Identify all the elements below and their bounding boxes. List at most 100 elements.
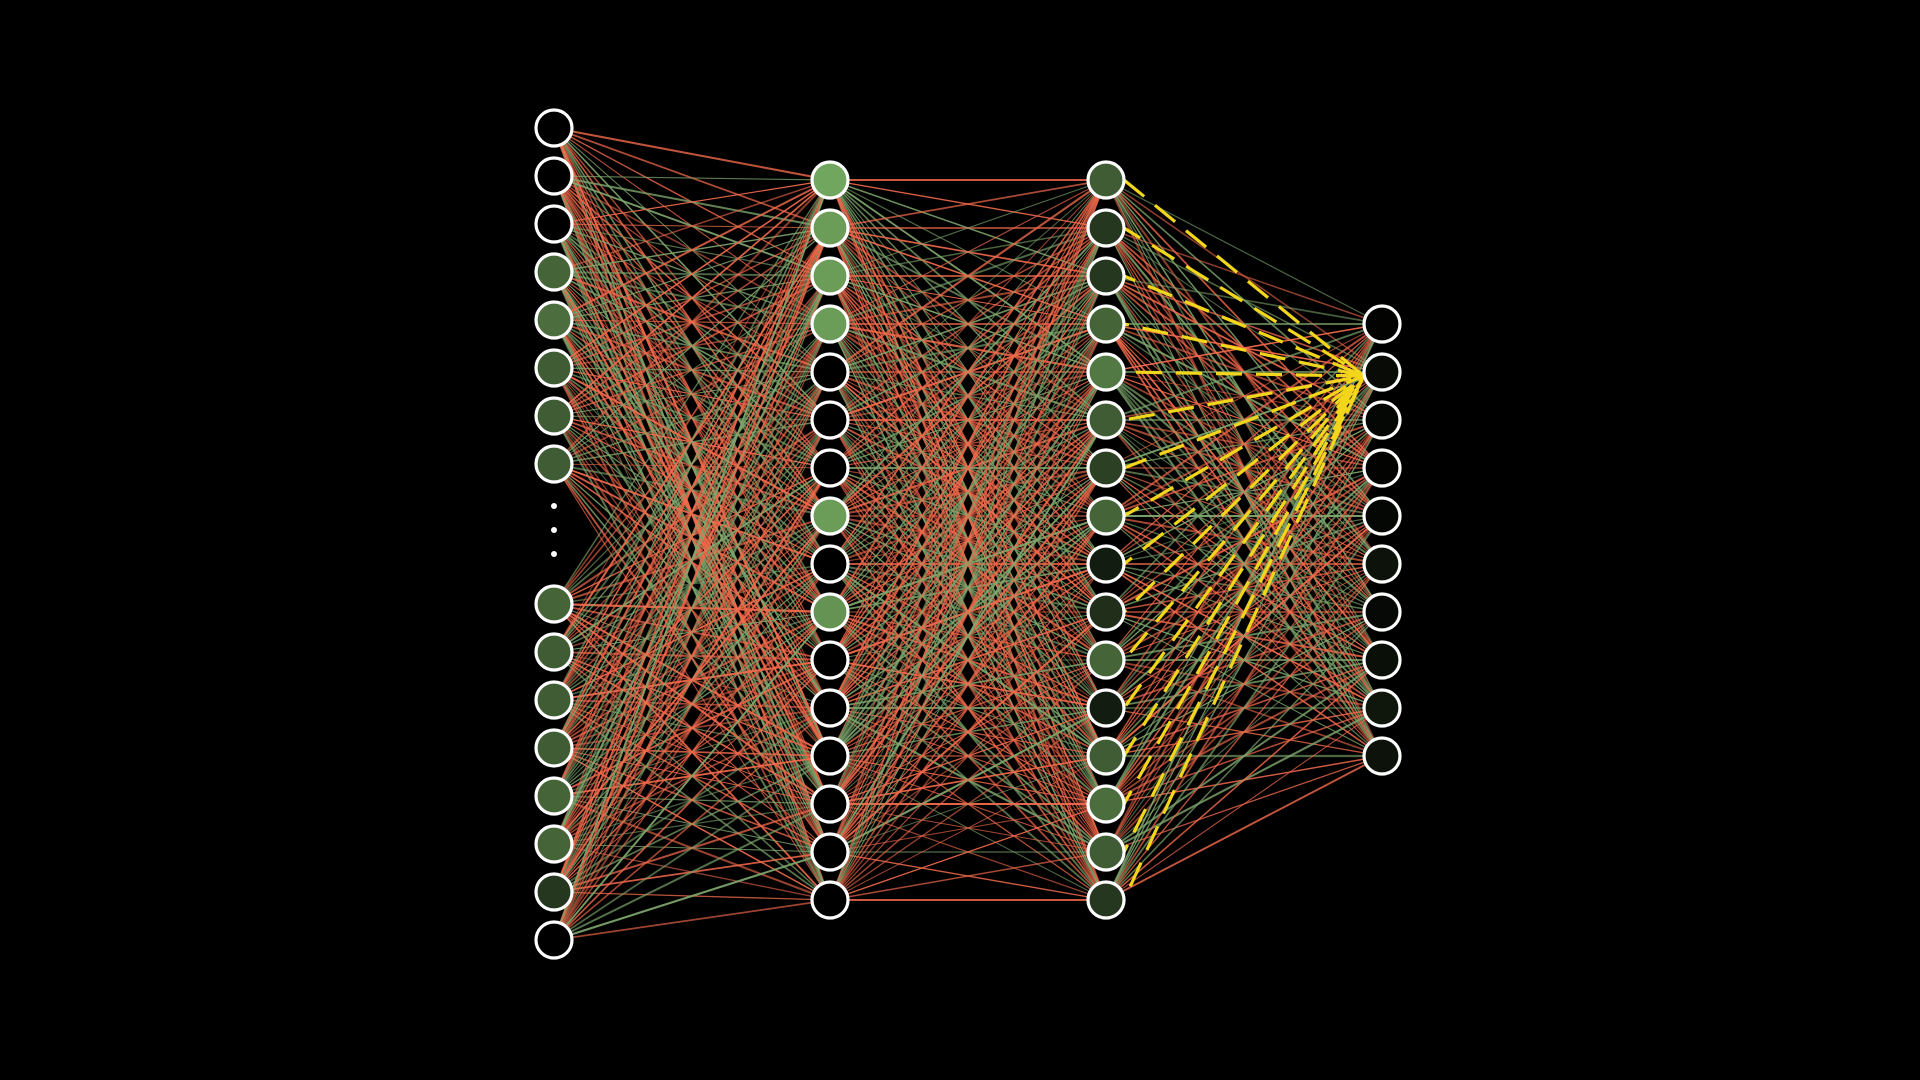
output-neuron-2 [1362,400,1402,440]
edge-0-3-0 [553,179,831,273]
edge-0-8-0 [553,179,831,605]
edge-1-13-0 [829,179,1107,805]
edge-1-15-1 [829,227,1107,901]
edge-0-1-0 [553,175,831,181]
input-neuron-0 [534,108,574,148]
ellipsis-dot-2 [551,551,557,557]
input-neuron-1 [534,156,574,196]
edge-1-15-4 [829,371,1107,901]
hidden-2-neuron-15 [1086,880,1126,920]
input-neuron-5 [534,348,574,388]
hidden-1-neuron-12 [810,736,850,776]
highlight-edge-14 [1122,375,1366,853]
edge-0-7-0 [553,179,831,465]
edge-1-15-7 [829,515,1107,901]
edge-1-12-0 [829,179,1107,757]
edge-0-15-10 [553,659,831,941]
edge-1-15-11 [829,707,1107,901]
edge-0-2-0 [553,179,831,225]
hidden-2-neuron-5 [1086,400,1126,440]
edge-0-15-4 [553,371,831,941]
hidden-1-neuron-9 [810,592,850,632]
edge-1-15-5 [829,419,1107,901]
input-neuron-3 [534,252,574,292]
hidden-2-neuron-9 [1086,592,1126,632]
edge-1-11-0 [829,179,1107,709]
edge-1-3-0 [829,179,1107,325]
edge-0-11-0 [553,179,831,749]
edge-2-6-0 [1105,323,1383,469]
output-neuron-8 [1362,688,1402,728]
hidden-2-neuron-0 [1086,160,1126,200]
hidden-1-neuron-7 [810,496,850,536]
edge-0-15-2 [553,275,831,941]
hidden-2-neuron-11 [1086,688,1126,728]
edge-1-15-9 [829,611,1107,901]
ellipsis-dot-0 [551,503,557,509]
edge-1-15-10 [829,659,1107,901]
highlight-edge-10 [1122,374,1366,662]
hidden-1-neuron-6 [810,448,850,488]
highlight-edge-9 [1122,374,1366,614]
input-neuron-8 [534,584,574,624]
hidden-1-neuron-13 [810,784,850,824]
edge-1-6-0 [829,179,1107,469]
edge-0-4-0 [553,179,831,321]
hidden-2-neuron-3 [1086,304,1126,344]
input-neuron-4 [534,300,574,340]
edge-2-15-8 [1105,707,1383,901]
edge-0-15-15 [553,899,831,941]
edge-1-15-3 [829,323,1107,901]
edge-1-15-14 [829,851,1107,901]
edge-0-15-7 [553,515,831,941]
hidden-2-neuron-2 [1086,256,1126,296]
hidden-1-neuron-14 [810,832,850,872]
highlight-edge-1 [1123,226,1365,378]
edge-0-13-0 [553,179,831,845]
input-neuron-15 [534,920,574,960]
edge-1-15-6 [829,467,1107,901]
highlight-edge-13 [1122,375,1366,805]
edge-2-15-2 [1105,419,1383,901]
input-layer-ellipsis [551,503,557,557]
edge-0-15-11 [553,707,831,941]
edge-1-14-0 [829,179,1107,853]
edge-0-15-3 [553,323,831,941]
input-neuron-10 [534,680,574,720]
highlight-edge-2 [1123,274,1365,378]
hidden-2-neuron-13 [1086,784,1126,824]
input-neuron-13 [534,824,574,864]
edge-2-15-7 [1105,659,1383,901]
hidden-1-neuron-1 [810,208,850,248]
edge-0-15-13 [553,803,831,941]
edge-0-15-1 [553,227,831,941]
edge-1-5-0 [829,179,1107,421]
edge-1-1-0 [829,179,1107,229]
hidden-1-neuron-2 [810,256,850,296]
edge-0-5-0 [553,179,831,369]
edge-0-15-9 [553,611,831,941]
highlight-edge-11 [1122,375,1366,709]
edge-2-15-3 [1105,467,1383,901]
hidden-1-neuron-3 [810,304,850,344]
hidden-1-neuron-8 [810,544,850,584]
edge-1-15-2 [829,275,1107,901]
hidden-1-neuron-15 [810,880,850,920]
output-neuron-1 [1362,352,1402,392]
highlight-edge-0 [1122,178,1366,378]
edge-1-15-0 [829,179,1107,901]
highlight-edge-12 [1122,375,1366,757]
output-neuron-9 [1362,736,1402,776]
edge-0-9-0 [553,179,831,653]
edge-2-5-0 [1105,323,1383,421]
edge-0-10-0 [553,179,831,701]
input-neuron-12 [534,776,574,816]
input-neuron-11 [534,728,574,768]
hidden-1-neuron-10 [810,640,850,680]
output-neuron-7 [1362,640,1402,680]
hidden-2-neuron-8 [1086,544,1126,584]
edge-0-15-6 [553,467,831,941]
edge-0-15-12 [553,755,831,941]
edge-2-15-9 [1105,755,1383,901]
